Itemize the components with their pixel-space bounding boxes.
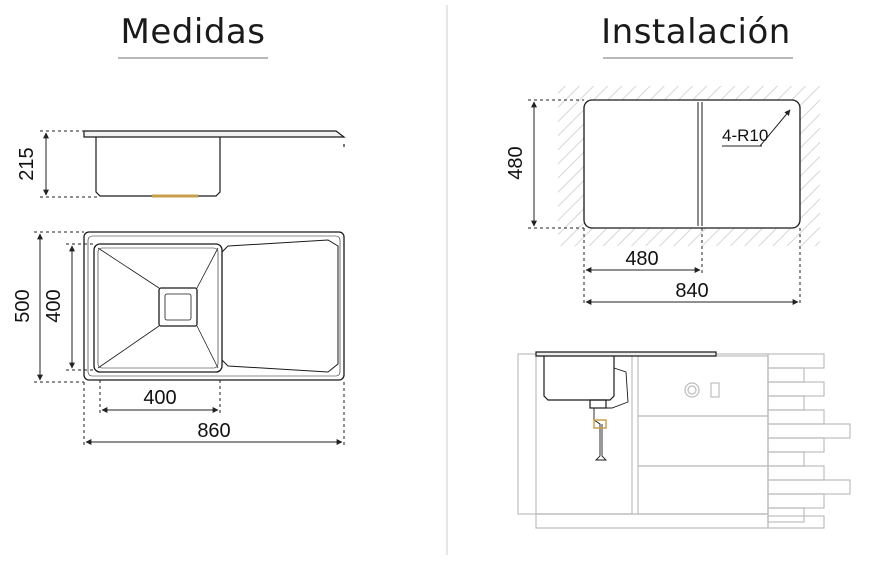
width-dimensions (83, 380, 345, 446)
medidas-title: Medidas (120, 12, 266, 52)
cutout-width-label: 840 (675, 280, 708, 302)
cutout-depth-label: 480 (505, 146, 527, 179)
outer-depth-label: 500 (12, 289, 34, 322)
countertop-cutout (558, 86, 820, 246)
height-dimension (40, 130, 100, 198)
instalacion-title: Instalación (601, 12, 791, 52)
corner-radius-label: 4-R10 (722, 126, 768, 145)
medidas-underline (118, 57, 268, 59)
bowl-width-label: 400 (143, 387, 176, 409)
depth-dimensions (34, 231, 94, 383)
cutout-depth-dimension (528, 99, 584, 229)
sink-side-profile (83, 130, 346, 198)
installed-sink (535, 351, 717, 461)
cabinet-illustration (517, 353, 851, 529)
bowl-depth-label: 400 (43, 289, 65, 322)
sink-top-view (83, 231, 345, 381)
cutout-bowl-label: 480 (625, 248, 658, 270)
cutout-width-dimensions (583, 228, 801, 306)
height-label: 215 (16, 147, 38, 180)
instalacion-underline (603, 57, 793, 59)
total-width-label: 860 (197, 420, 230, 442)
